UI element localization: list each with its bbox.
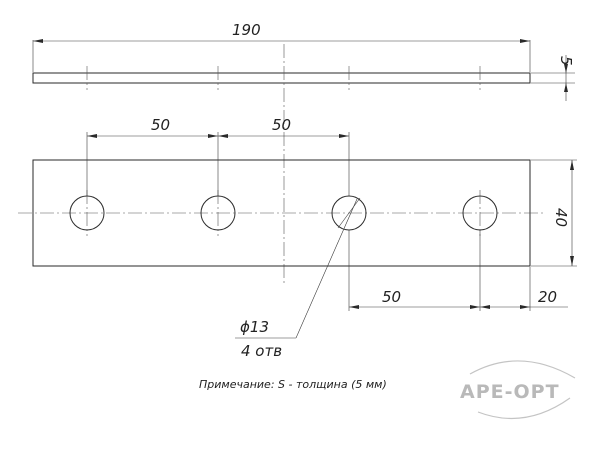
leader-line: [295, 198, 358, 339]
arrow-bottom: [564, 83, 568, 92]
dim-hole-spacing-3-label: 50: [382, 288, 401, 306]
hole-count-label: 4 отв: [241, 342, 282, 360]
diameter-indicator-line: [337, 197, 361, 229]
arrow: [480, 305, 490, 309]
arrow-top: [564, 64, 568, 73]
logo-arc-bottom: [477, 397, 571, 420]
dim-overall-length: 190: [32, 21, 531, 72]
arrow: [339, 134, 349, 138]
arrow: [349, 305, 359, 309]
drawing-note: Примечание: S - толщина (5 мм): [199, 378, 387, 391]
side-view: [32, 44, 531, 285]
dim-overall-length-label: 190: [232, 21, 261, 39]
arrow: [208, 134, 218, 138]
arrow: [218, 134, 228, 138]
dim-width: 40: [531, 159, 577, 267]
dim-thickness-label: 5: [557, 56, 575, 66]
arrow-bottom: [570, 256, 574, 266]
front-view: [18, 159, 545, 267]
brand-logo: APE-OPT: [460, 360, 576, 420]
hole-callout: ϕ13 4 отв: [235, 197, 361, 360]
hole-diameter-label: ϕ13: [240, 318, 269, 336]
arrow: [520, 305, 530, 309]
dim-hole-spacing-top: 50 50: [86, 116, 350, 196]
arrow-top: [570, 160, 574, 170]
arrow-left: [33, 39, 43, 43]
logo-arc-top: [469, 360, 576, 379]
dim-bottom: 50 20: [348, 230, 568, 311]
arrow: [87, 134, 97, 138]
dim-thickness: 5: [531, 55, 575, 101]
arrow: [470, 305, 480, 309]
dim-hole-spacing-1-label: 50: [151, 116, 170, 134]
side-view-plate: [32, 72, 531, 84]
dim-width-label: 40: [552, 208, 570, 227]
logo-text: APE-OPT: [460, 381, 560, 403]
dim-hole-spacing-2-label: 50: [272, 116, 291, 134]
arrow-right: [520, 39, 530, 43]
dim-edge-offset-label: 20: [538, 288, 557, 306]
